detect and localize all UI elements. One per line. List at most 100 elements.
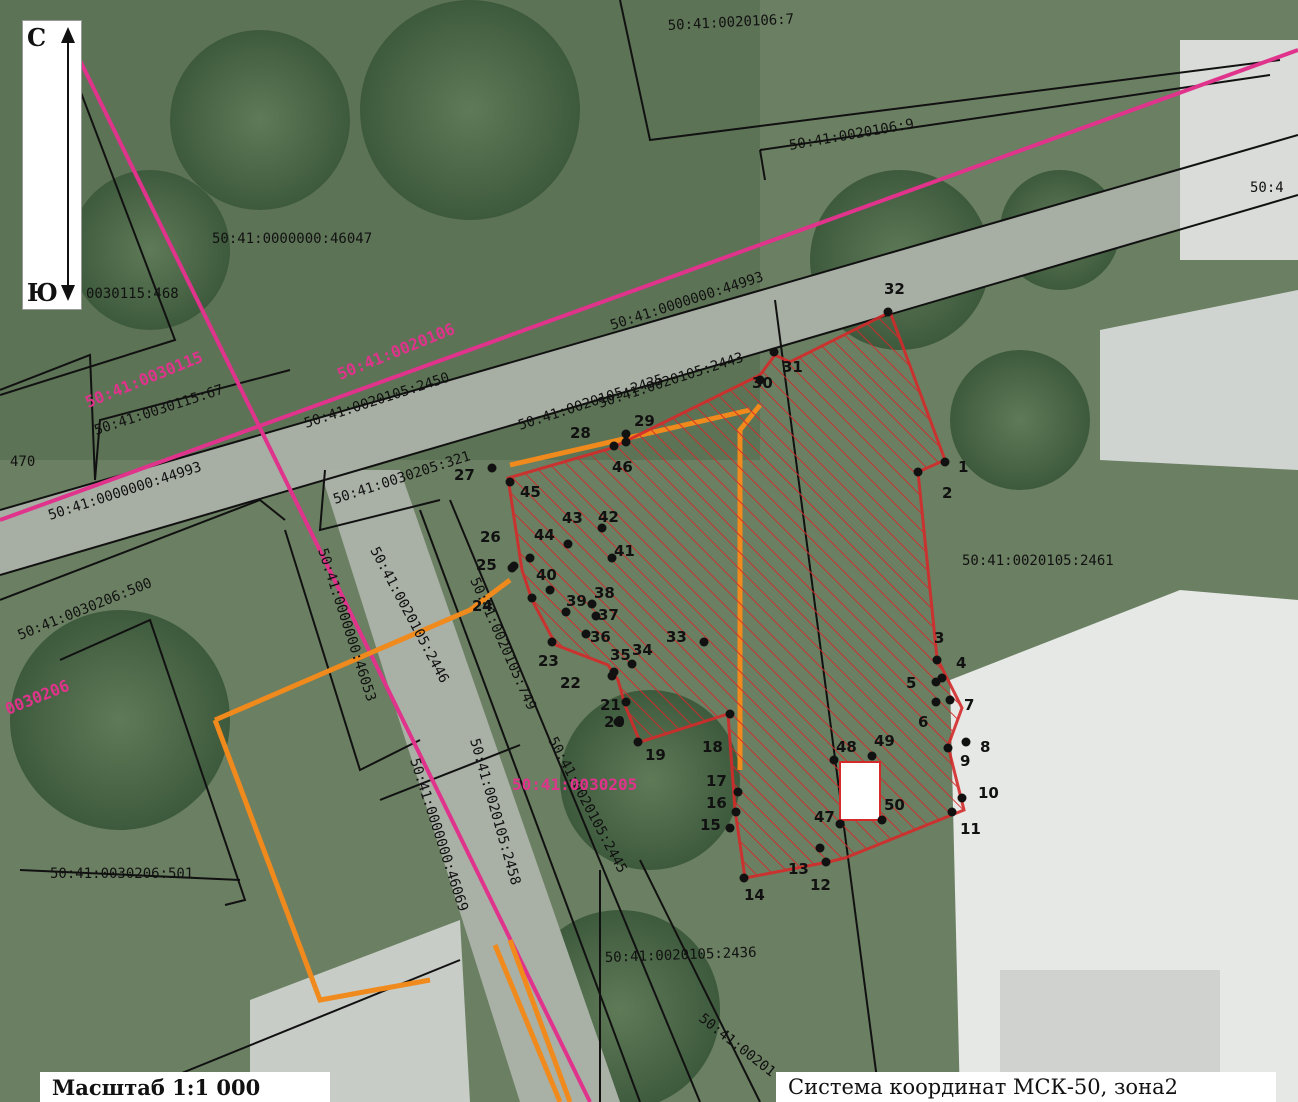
turning-point-number: 14 <box>744 886 765 904</box>
turning-point-number: 49 <box>874 732 895 750</box>
turning-point-number: 22 <box>560 674 581 692</box>
south-label: Ю <box>27 278 58 307</box>
turning-point-number: 16 <box>706 794 727 812</box>
turning-point-marker <box>487 463 497 473</box>
quarter-label: 50:41:0030205 <box>512 775 637 794</box>
turning-point-marker <box>943 743 953 753</box>
turning-point-number: 27 <box>454 466 475 484</box>
turning-point-marker <box>867 751 877 761</box>
turning-point-marker <box>755 375 765 385</box>
turning-point-number: 41 <box>614 542 635 560</box>
parcel-label: 50:41:0020106:7 <box>667 11 794 34</box>
turning-point-number: 47 <box>814 808 835 826</box>
turning-point-number: 23 <box>538 652 559 670</box>
turning-point-number: 34 <box>632 641 653 659</box>
turning-point-marker <box>932 655 942 665</box>
turning-point-marker <box>731 807 741 817</box>
turning-point-marker <box>725 823 735 833</box>
turning-point-number: 2 <box>942 484 952 502</box>
turning-point-number: 10 <box>978 784 999 802</box>
turning-point-marker <box>821 857 831 867</box>
turning-point-number: 39 <box>566 592 587 610</box>
parcel-label: 50:41:0000000:46047 <box>212 231 372 247</box>
turning-point-number: 36 <box>590 628 611 646</box>
turning-point-number: 24 <box>472 597 493 615</box>
parcel-label: 50:41:0030206:501 <box>50 866 193 882</box>
turning-point-number: 11 <box>960 820 981 838</box>
turning-point-marker <box>739 873 749 883</box>
north-label: С <box>27 23 47 52</box>
turning-point-marker <box>587 599 597 609</box>
turning-point-marker <box>957 793 967 803</box>
turning-point-marker <box>613 717 623 727</box>
turning-point-marker <box>607 553 617 563</box>
turning-point-marker <box>621 429 631 439</box>
quarter-boundaries <box>0 39 1298 1102</box>
turning-point-marker <box>525 553 535 563</box>
turning-point-marker <box>769 347 779 357</box>
parcel-label: 50:4 <box>1250 180 1284 196</box>
turning-point-marker <box>527 593 537 603</box>
turning-point-number: 50 <box>884 796 905 814</box>
turning-point-number: 32 <box>884 280 905 298</box>
north-axis-line <box>67 35 69 297</box>
turning-point-marker <box>699 637 709 647</box>
turning-point-marker <box>815 843 825 853</box>
turning-point-marker <box>609 441 619 451</box>
turning-point-number: 26 <box>480 528 501 546</box>
turning-point-number: 3 <box>934 629 944 647</box>
turning-point-number: 30 <box>752 374 773 392</box>
turning-point-marker <box>563 539 573 549</box>
turning-point-marker <box>597 523 607 533</box>
parcel-label: 50:41:0020105:2461 <box>962 553 1114 569</box>
turning-point-number: 29 <box>634 412 655 430</box>
turning-point-number: 15 <box>700 816 721 834</box>
turning-point-number: 40 <box>536 566 557 584</box>
turning-point-number: 20 <box>604 713 625 731</box>
turning-points: 1234567891011121314151617181920212223242… <box>454 280 999 904</box>
turning-point-number: 44 <box>534 526 555 544</box>
turning-point-number: 7 <box>964 696 974 714</box>
turning-point-number: 19 <box>645 746 666 764</box>
turning-point-number: 17 <box>706 772 727 790</box>
turning-point-marker <box>547 637 557 647</box>
turning-point-number: 6 <box>918 713 928 731</box>
turning-point-number: 48 <box>836 738 857 756</box>
turning-point-marker <box>931 677 941 687</box>
turning-point-marker <box>621 697 631 707</box>
parcel-label: 50:41:0020105:2436 <box>605 945 757 966</box>
turning-point-number: 35 <box>610 646 631 664</box>
turning-point-number: 4 <box>956 654 966 672</box>
turning-point-number: 25 <box>476 556 497 574</box>
turning-point-number: 8 <box>980 738 990 756</box>
turning-point-number: 45 <box>520 483 541 501</box>
turning-point-marker <box>591 611 601 621</box>
turning-point-marker <box>733 787 743 797</box>
turning-point-marker <box>505 477 515 487</box>
turning-point-marker <box>961 737 971 747</box>
turning-point-number: 13 <box>788 860 809 878</box>
turning-point-number: 18 <box>702 738 723 756</box>
turning-point-marker <box>627 659 637 669</box>
turning-point-number: 33 <box>666 628 687 646</box>
turning-point-marker <box>931 697 941 707</box>
turning-point-number: 9 <box>960 752 970 770</box>
turning-point-marker <box>609 667 619 677</box>
turning-point-marker <box>581 629 591 639</box>
turning-point-marker <box>835 819 845 829</box>
turning-point-marker <box>633 737 643 747</box>
turning-point-number: 5 <box>906 674 916 692</box>
scale-caption: Масштаб 1:1 000 <box>40 1072 330 1102</box>
turning-point-marker <box>545 585 555 595</box>
turning-point-marker <box>940 457 950 467</box>
parcel-label: 0030115:468 <box>86 286 179 302</box>
turning-point-marker <box>913 467 923 477</box>
turning-point-marker <box>829 755 839 765</box>
turning-point-number: 21 <box>600 696 621 714</box>
turning-point-number: 1 <box>958 458 968 476</box>
turning-point-marker <box>883 307 893 317</box>
turning-point-marker <box>561 607 571 617</box>
